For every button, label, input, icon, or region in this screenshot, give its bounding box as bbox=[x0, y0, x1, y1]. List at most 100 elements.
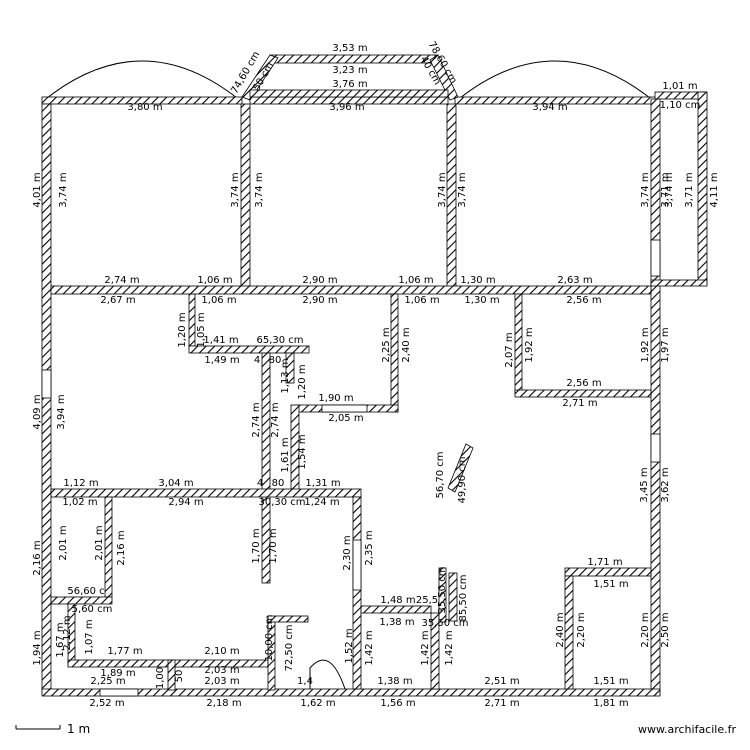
wall bbox=[438, 567, 447, 623]
measure-label: 2,52 m bbox=[89, 698, 124, 709]
wall bbox=[360, 605, 432, 614]
measure-label: 2,30 m bbox=[342, 535, 353, 570]
measure-label: 2,12 m bbox=[62, 615, 73, 650]
measure-label: 1,71 m bbox=[587, 557, 622, 568]
measure-label: 1,41 m bbox=[203, 335, 238, 346]
measure-label: 1,49 m bbox=[204, 355, 239, 366]
measure-label: 1,30 m bbox=[460, 275, 495, 286]
measure-label: 1,70 m bbox=[268, 528, 279, 563]
measure-label: 4,11 m bbox=[709, 172, 720, 207]
wall bbox=[352, 496, 362, 690]
measure-label: 1,02 m bbox=[62, 497, 97, 508]
wall bbox=[514, 293, 523, 395]
measure-label: 56,60 c bbox=[67, 586, 104, 597]
wall bbox=[697, 91, 708, 285]
measure-label: 1,89 m bbox=[100, 668, 135, 679]
measure-label: 2,18 m bbox=[206, 698, 241, 709]
measure-label: 1,54 m bbox=[297, 434, 308, 469]
wall bbox=[269, 54, 439, 64]
measure-label: 1,70 m bbox=[251, 528, 262, 563]
measure-label: 65,30 cm bbox=[256, 335, 303, 346]
wall bbox=[564, 575, 574, 690]
measure-label: 2,71 m bbox=[562, 398, 597, 409]
measure-label: 2,25 m bbox=[381, 327, 392, 362]
measure-label: 1,12 m bbox=[63, 478, 98, 489]
measure-label: 3,76 m bbox=[332, 79, 367, 90]
measure-label: 1,51 m bbox=[593, 676, 628, 687]
measure-label: 2,94 m bbox=[168, 497, 203, 508]
wall bbox=[41, 688, 661, 697]
measure-label: 1,07 m bbox=[84, 619, 95, 654]
measure-label: 10,00 cm bbox=[264, 614, 275, 661]
measure-label: 2,35 m bbox=[364, 530, 375, 565]
measure-label: 2,74 m bbox=[270, 402, 281, 437]
bay-arc-right bbox=[454, 60, 656, 103]
measure-label: 3,53 m bbox=[332, 43, 367, 54]
wall bbox=[188, 293, 196, 349]
bay-arc-left bbox=[41, 60, 243, 103]
measure-label: 3,71 m bbox=[684, 172, 695, 207]
measure-label: 1,00 bbox=[155, 667, 166, 689]
wall bbox=[390, 293, 399, 413]
measure-label: 1,48 m bbox=[380, 595, 415, 606]
measure-label: 2,67 m bbox=[100, 295, 135, 306]
measure-label: 4 bbox=[254, 355, 260, 366]
measure-label: 3,74 m bbox=[457, 172, 468, 207]
wall bbox=[241, 54, 279, 101]
wall bbox=[514, 389, 652, 398]
measure-label: 2,10 m bbox=[204, 646, 239, 657]
wall bbox=[261, 352, 271, 584]
wall bbox=[240, 103, 251, 291]
measure-label: 3,62 m bbox=[660, 467, 671, 502]
window bbox=[321, 404, 368, 413]
measure-label: 1,06 m bbox=[201, 295, 236, 306]
wall bbox=[650, 98, 661, 696]
window bbox=[650, 433, 661, 463]
measure-label: 25,5 bbox=[416, 595, 438, 606]
measure-label: 1,94 m bbox=[32, 630, 43, 665]
measure-label: 1,61 m bbox=[280, 437, 291, 472]
door-swing bbox=[309, 659, 346, 690]
measure-label: 1,52 m bbox=[344, 628, 355, 663]
window bbox=[99, 688, 139, 697]
wall bbox=[50, 488, 362, 498]
windows bbox=[41, 239, 661, 697]
measure-label: 30,30 cm bbox=[258, 497, 305, 508]
measure-label: 3,74 m bbox=[254, 172, 265, 207]
measure-label: 1,77 m bbox=[107, 646, 142, 657]
measure-label: 1,01 m bbox=[662, 81, 697, 92]
scale-label: 1 m bbox=[67, 722, 90, 736]
measure-label: 1,92 m bbox=[640, 327, 651, 362]
measure-label: 1,56 m bbox=[380, 698, 415, 709]
measure-label: 2,20 m bbox=[640, 612, 651, 647]
measure-label: 1,20 m bbox=[297, 364, 308, 399]
measure-label: 85,50 cm bbox=[458, 574, 469, 621]
walls bbox=[41, 54, 708, 697]
window bbox=[41, 369, 52, 399]
measure-label: 1,20 m bbox=[177, 312, 188, 347]
measure-label: 2,03 m bbox=[204, 676, 239, 687]
measure-label: 4 bbox=[257, 478, 263, 489]
measure-label: 3,74 m bbox=[58, 172, 69, 207]
site-link[interactable]: www.archifacile.fr bbox=[638, 723, 736, 736]
measure-label: 1,67 m bbox=[55, 622, 66, 657]
measure-label: 1,06 m bbox=[197, 275, 232, 286]
measure-label: 80 bbox=[269, 355, 282, 366]
measure-label: 3,96 m bbox=[329, 102, 364, 113]
wall bbox=[104, 496, 113, 598]
measure-label: 56,70 cm bbox=[435, 451, 446, 498]
measure-label: 2,63 m bbox=[557, 275, 592, 286]
measure-label: 49,90 cm bbox=[457, 456, 468, 503]
measure-label: 2,51 m bbox=[484, 676, 519, 687]
measure-label: 1,42 m bbox=[420, 630, 431, 665]
measure-label: 2,07 m bbox=[504, 332, 515, 367]
measure-label: 1,38 m bbox=[379, 617, 414, 628]
measure-label: 3,74 m bbox=[437, 172, 448, 207]
measure-label: 1,10 cm bbox=[660, 100, 701, 111]
measure-label: 2,50 m bbox=[660, 612, 671, 647]
measure-label: 2,16 m bbox=[116, 530, 127, 565]
measure-label: 1,31 m bbox=[305, 478, 340, 489]
wall bbox=[188, 345, 310, 354]
